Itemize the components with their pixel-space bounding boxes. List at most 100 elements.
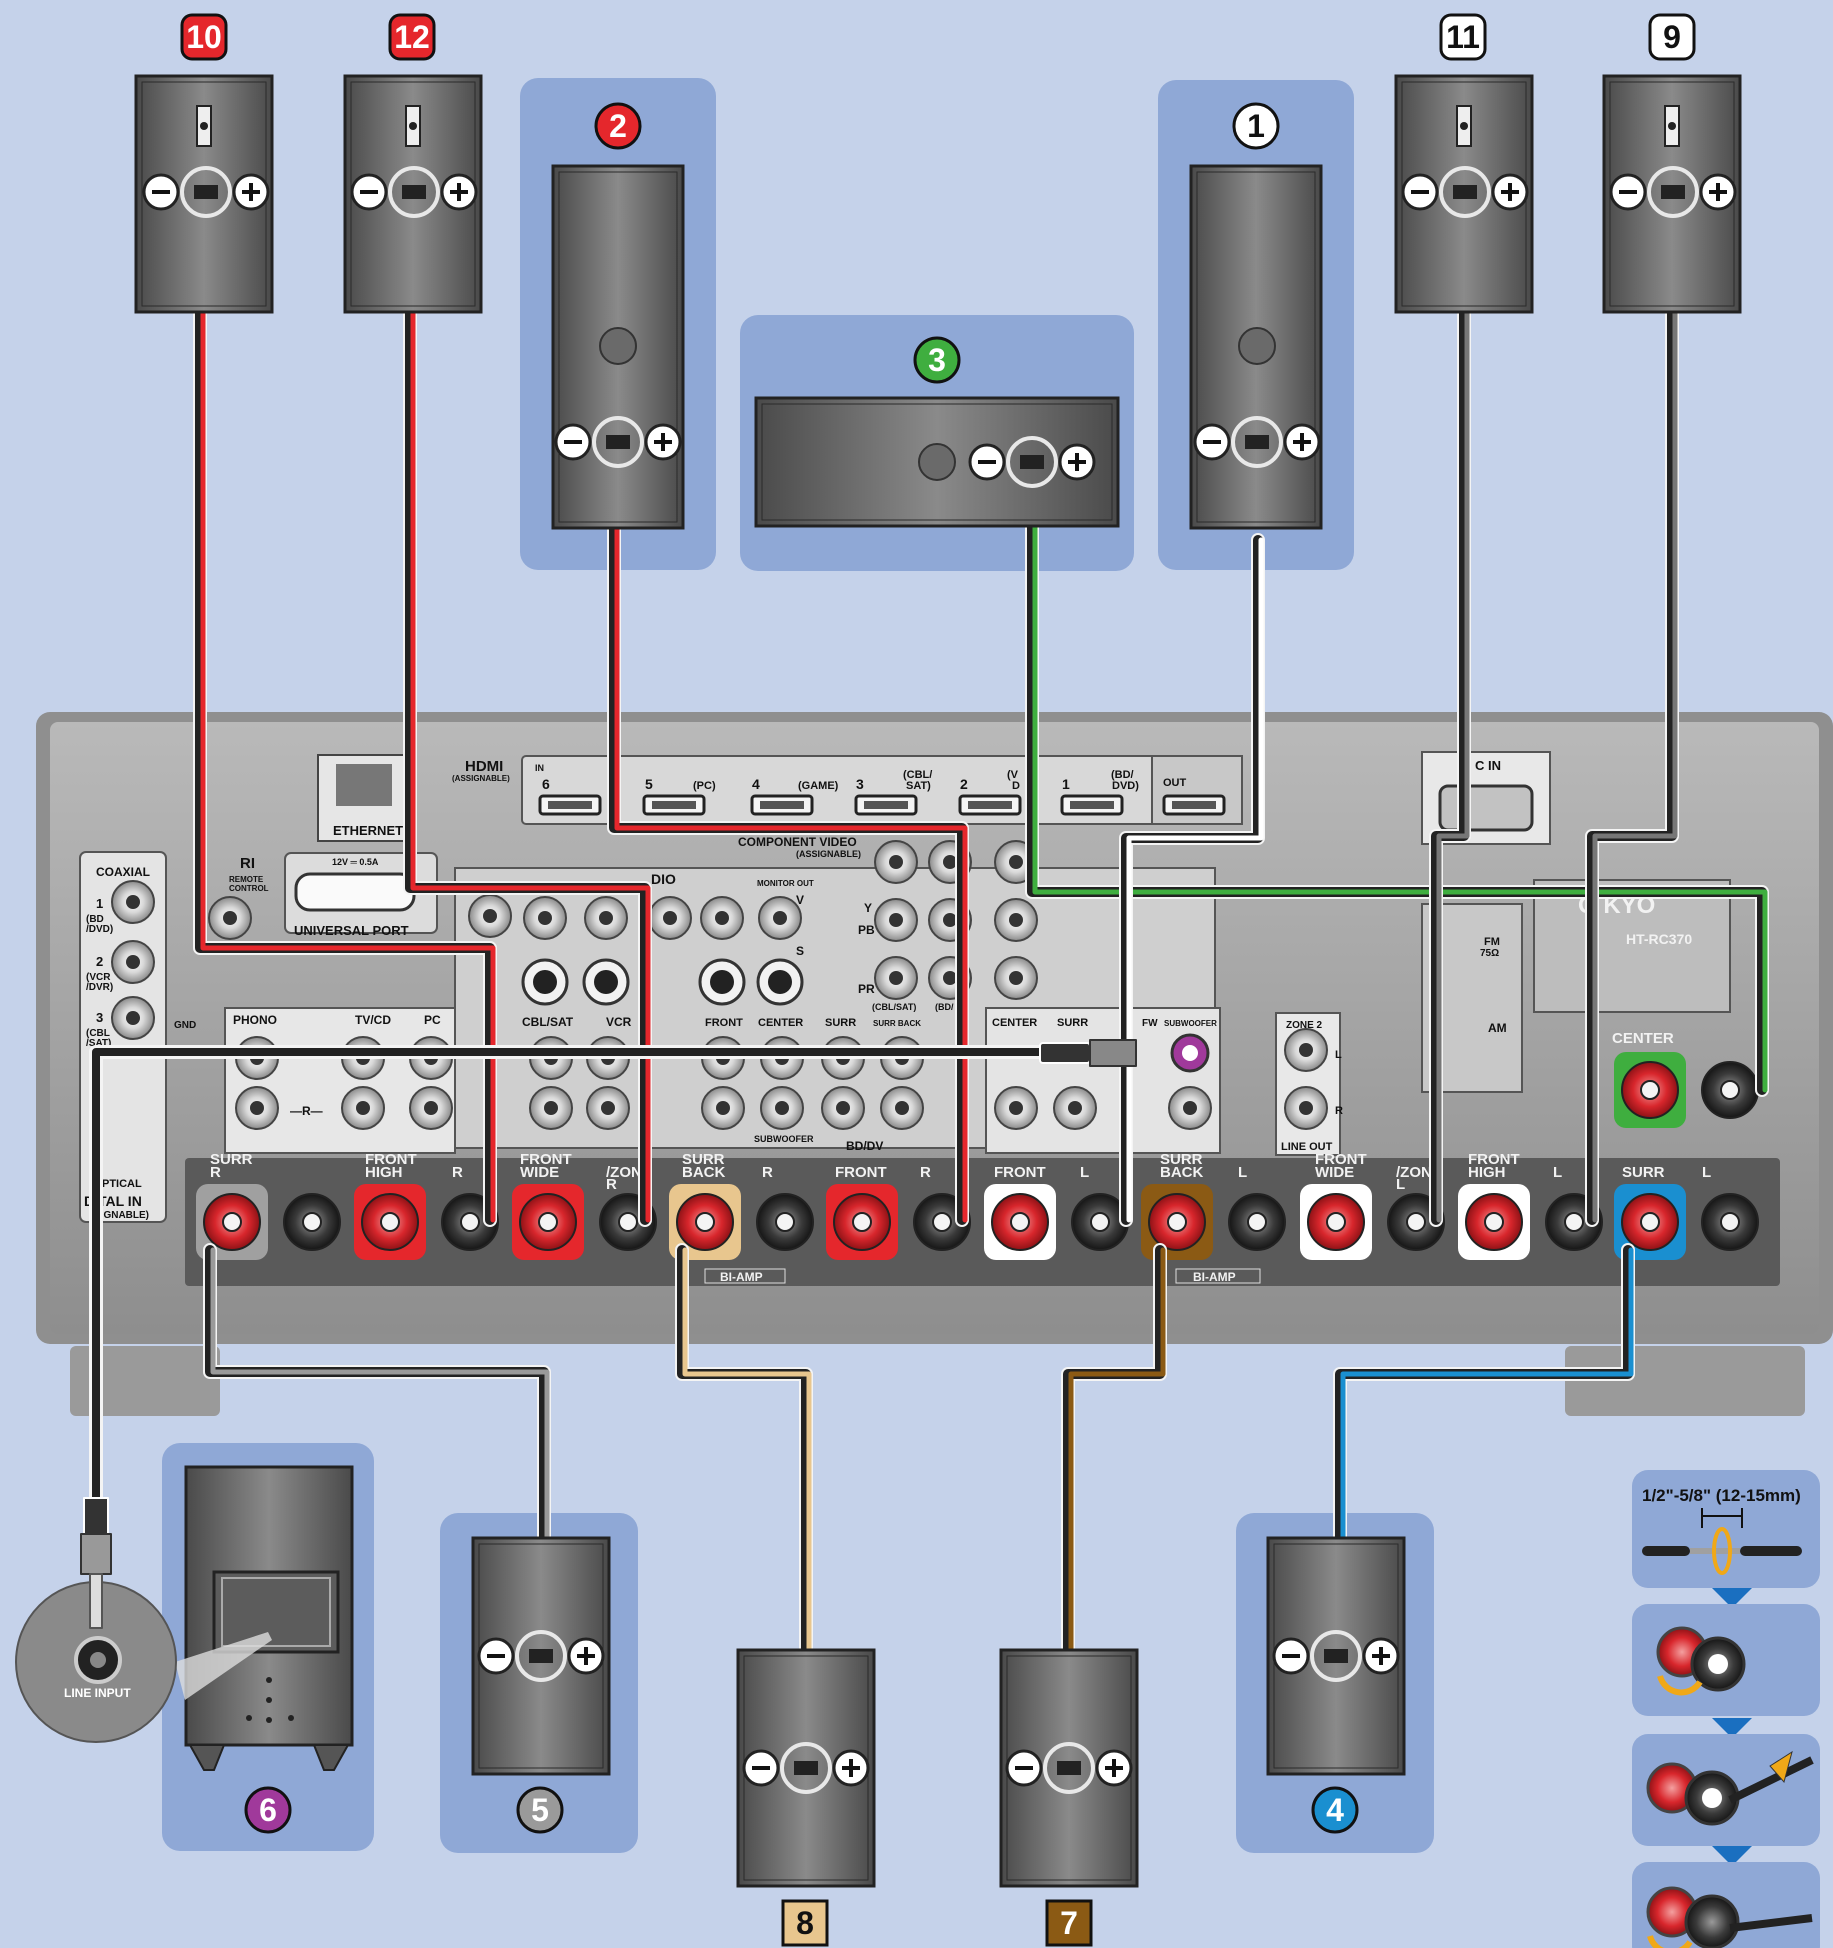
badge-1: 1 bbox=[1232, 102, 1280, 150]
subwoofer-cable bbox=[80, 1033, 1210, 1629]
hdmi-port bbox=[958, 794, 1022, 816]
terminal-post-plus bbox=[984, 1184, 1056, 1260]
terminal-label-top: CENTER bbox=[1612, 1030, 1674, 1047]
component-pb: PB bbox=[858, 923, 875, 937]
terminal-label-top: SURR bbox=[210, 1151, 253, 1168]
rca-jack bbox=[874, 956, 918, 1000]
terminal-post-plus bbox=[669, 1184, 741, 1260]
svg-text:8: 8 bbox=[796, 1905, 814, 1941]
terminal-label-channel-2: L bbox=[1396, 1176, 1405, 1193]
coax1-sub2: /DVD) bbox=[86, 924, 113, 935]
hdmi-in-3-sat: SAT) bbox=[906, 780, 931, 792]
svg-text:5: 5 bbox=[531, 1792, 549, 1828]
component-bd: (BD/ bbox=[935, 1002, 954, 1012]
rca-jack bbox=[874, 840, 918, 884]
speaker-front-high-l bbox=[1602, 74, 1742, 314]
strip-length-label: 1/2"-5/8" (12-15mm) bbox=[1642, 1486, 1801, 1505]
rca-jack bbox=[994, 898, 1038, 942]
terminal-label-top: FRONT bbox=[520, 1151, 572, 1168]
speaker-surr-back-r bbox=[736, 1648, 876, 1888]
ri-label: RI bbox=[240, 855, 255, 872]
rca-jack bbox=[586, 1086, 630, 1130]
hdmi-in-2: 2 bbox=[960, 776, 968, 792]
hdmi-label: HDMI bbox=[465, 758, 503, 775]
zone2-label: ZONE 2 bbox=[1286, 1020, 1323, 1031]
badge-11: 11 bbox=[1439, 13, 1487, 61]
hdmi-in-1-dvd: DVD) bbox=[1112, 780, 1139, 792]
pre-center-label: CENTER bbox=[758, 1017, 803, 1029]
speaker-surr-r bbox=[471, 1536, 611, 1776]
hdmi-in-2-v: (V bbox=[1007, 769, 1019, 781]
zone2-r: R bbox=[1335, 1105, 1343, 1117]
cable-front-wide-l bbox=[1429, 183, 1471, 1227]
badge-2: 2 bbox=[594, 102, 642, 150]
hdmi-ports bbox=[538, 794, 1226, 816]
hdmi-in-3-cbl: (CBL/ bbox=[903, 769, 932, 781]
hdmi-in-2-d: D bbox=[1012, 780, 1020, 792]
remote-control-label-2: CONTROL bbox=[229, 884, 269, 893]
cable-surr-l bbox=[1333, 1243, 1635, 1647]
speaker-front-wide-l bbox=[1394, 74, 1534, 314]
vcr-label: VCR bbox=[606, 1015, 632, 1029]
hdmi-in-5-pc: (PC) bbox=[693, 780, 716, 792]
cable-front-high-r bbox=[193, 183, 497, 1227]
component-video-label: COMPONENT VIDEO bbox=[738, 835, 857, 849]
badge-3: 3 bbox=[913, 336, 961, 384]
tvcd-label: TV/CD bbox=[355, 1013, 391, 1027]
terminal-label-top: FRONT bbox=[1468, 1151, 1520, 1168]
badge-4: 4 bbox=[1311, 1786, 1359, 1834]
terminal-post-plus bbox=[512, 1184, 584, 1260]
hdmi-assignable: (ASSIGNABLE) bbox=[452, 774, 510, 783]
bi-amp-label-1: BI-AMP bbox=[720, 1270, 763, 1284]
svg-text:2: 2 bbox=[609, 108, 627, 144]
speaker-surr-back-l bbox=[999, 1648, 1139, 1888]
rca-jack bbox=[648, 896, 692, 940]
terminal-post-plus bbox=[354, 1184, 426, 1260]
rca-jack bbox=[760, 1086, 804, 1130]
terminal-label-sub: BACK bbox=[682, 1164, 725, 1181]
hdmi-in-6: 6 bbox=[542, 776, 550, 792]
rca-jack bbox=[235, 1086, 279, 1130]
coax1-num: 1 bbox=[96, 896, 103, 911]
terminal-label-channel: L bbox=[1238, 1164, 1247, 1181]
terminal-label-top: SURR bbox=[1622, 1164, 1665, 1181]
rca-jack bbox=[994, 956, 1038, 1000]
wire-strip-guide: 1/2"-5/8" (12-15mm) bbox=[1632, 1470, 1820, 1948]
digital-in-sub: SIGNABLE) bbox=[94, 1210, 149, 1221]
cbl-sat-input-label: CBL/SAT bbox=[522, 1015, 574, 1029]
monitor-out-s: S bbox=[796, 944, 804, 958]
badge-9: 9 bbox=[1648, 13, 1696, 61]
universal-port-power: 12V ═ 0.5A bbox=[332, 857, 379, 867]
cable-surr-back-l bbox=[1061, 1243, 1167, 1767]
coax3-sub2: /SAT) bbox=[86, 1038, 111, 1049]
monitor-out-label: MONITOR OUT bbox=[757, 879, 814, 888]
speaker-front-r bbox=[551, 164, 685, 530]
bi-amp-labels: BI-AMP BI-AMP bbox=[704, 1268, 1261, 1284]
rca-jack bbox=[994, 1086, 1038, 1130]
hdmi-out-label: OUT bbox=[1163, 777, 1187, 789]
cable-surr-back-r bbox=[675, 1243, 813, 1767]
rca-jack bbox=[1284, 1028, 1328, 1072]
badge-12: 12 bbox=[388, 13, 436, 61]
universal-port-label: UNIVERSAL PORT bbox=[294, 923, 409, 938]
cable-surr-r bbox=[203, 1243, 551, 1647]
rca-jack bbox=[468, 894, 512, 938]
s-video-jack bbox=[756, 958, 804, 1006]
subwoofer: LINE INPUT bbox=[15, 1465, 354, 1771]
r-dash-label: —R— bbox=[290, 1104, 323, 1118]
cable-center bbox=[1025, 463, 1769, 1097]
rca-jack bbox=[341, 1086, 385, 1130]
model-label: HT-RC370 bbox=[1626, 931, 1692, 947]
hdmi-in-1-bd: (BD/ bbox=[1111, 769, 1134, 781]
terminal-label-sub: HIGH bbox=[1468, 1164, 1506, 1181]
pc-label: PC bbox=[424, 1013, 441, 1027]
terminal-label-top: FRONT bbox=[835, 1164, 887, 1181]
terminal-post-minus bbox=[1701, 1193, 1759, 1251]
s-video-jack bbox=[521, 958, 569, 1006]
badge-10: 10 bbox=[180, 13, 228, 61]
terminal-label-channel: L bbox=[1553, 1164, 1562, 1181]
speaker-cables bbox=[193, 183, 1769, 1767]
svg-text:4: 4 bbox=[1326, 1792, 1344, 1828]
terminal-label-channel: L bbox=[1702, 1164, 1711, 1181]
